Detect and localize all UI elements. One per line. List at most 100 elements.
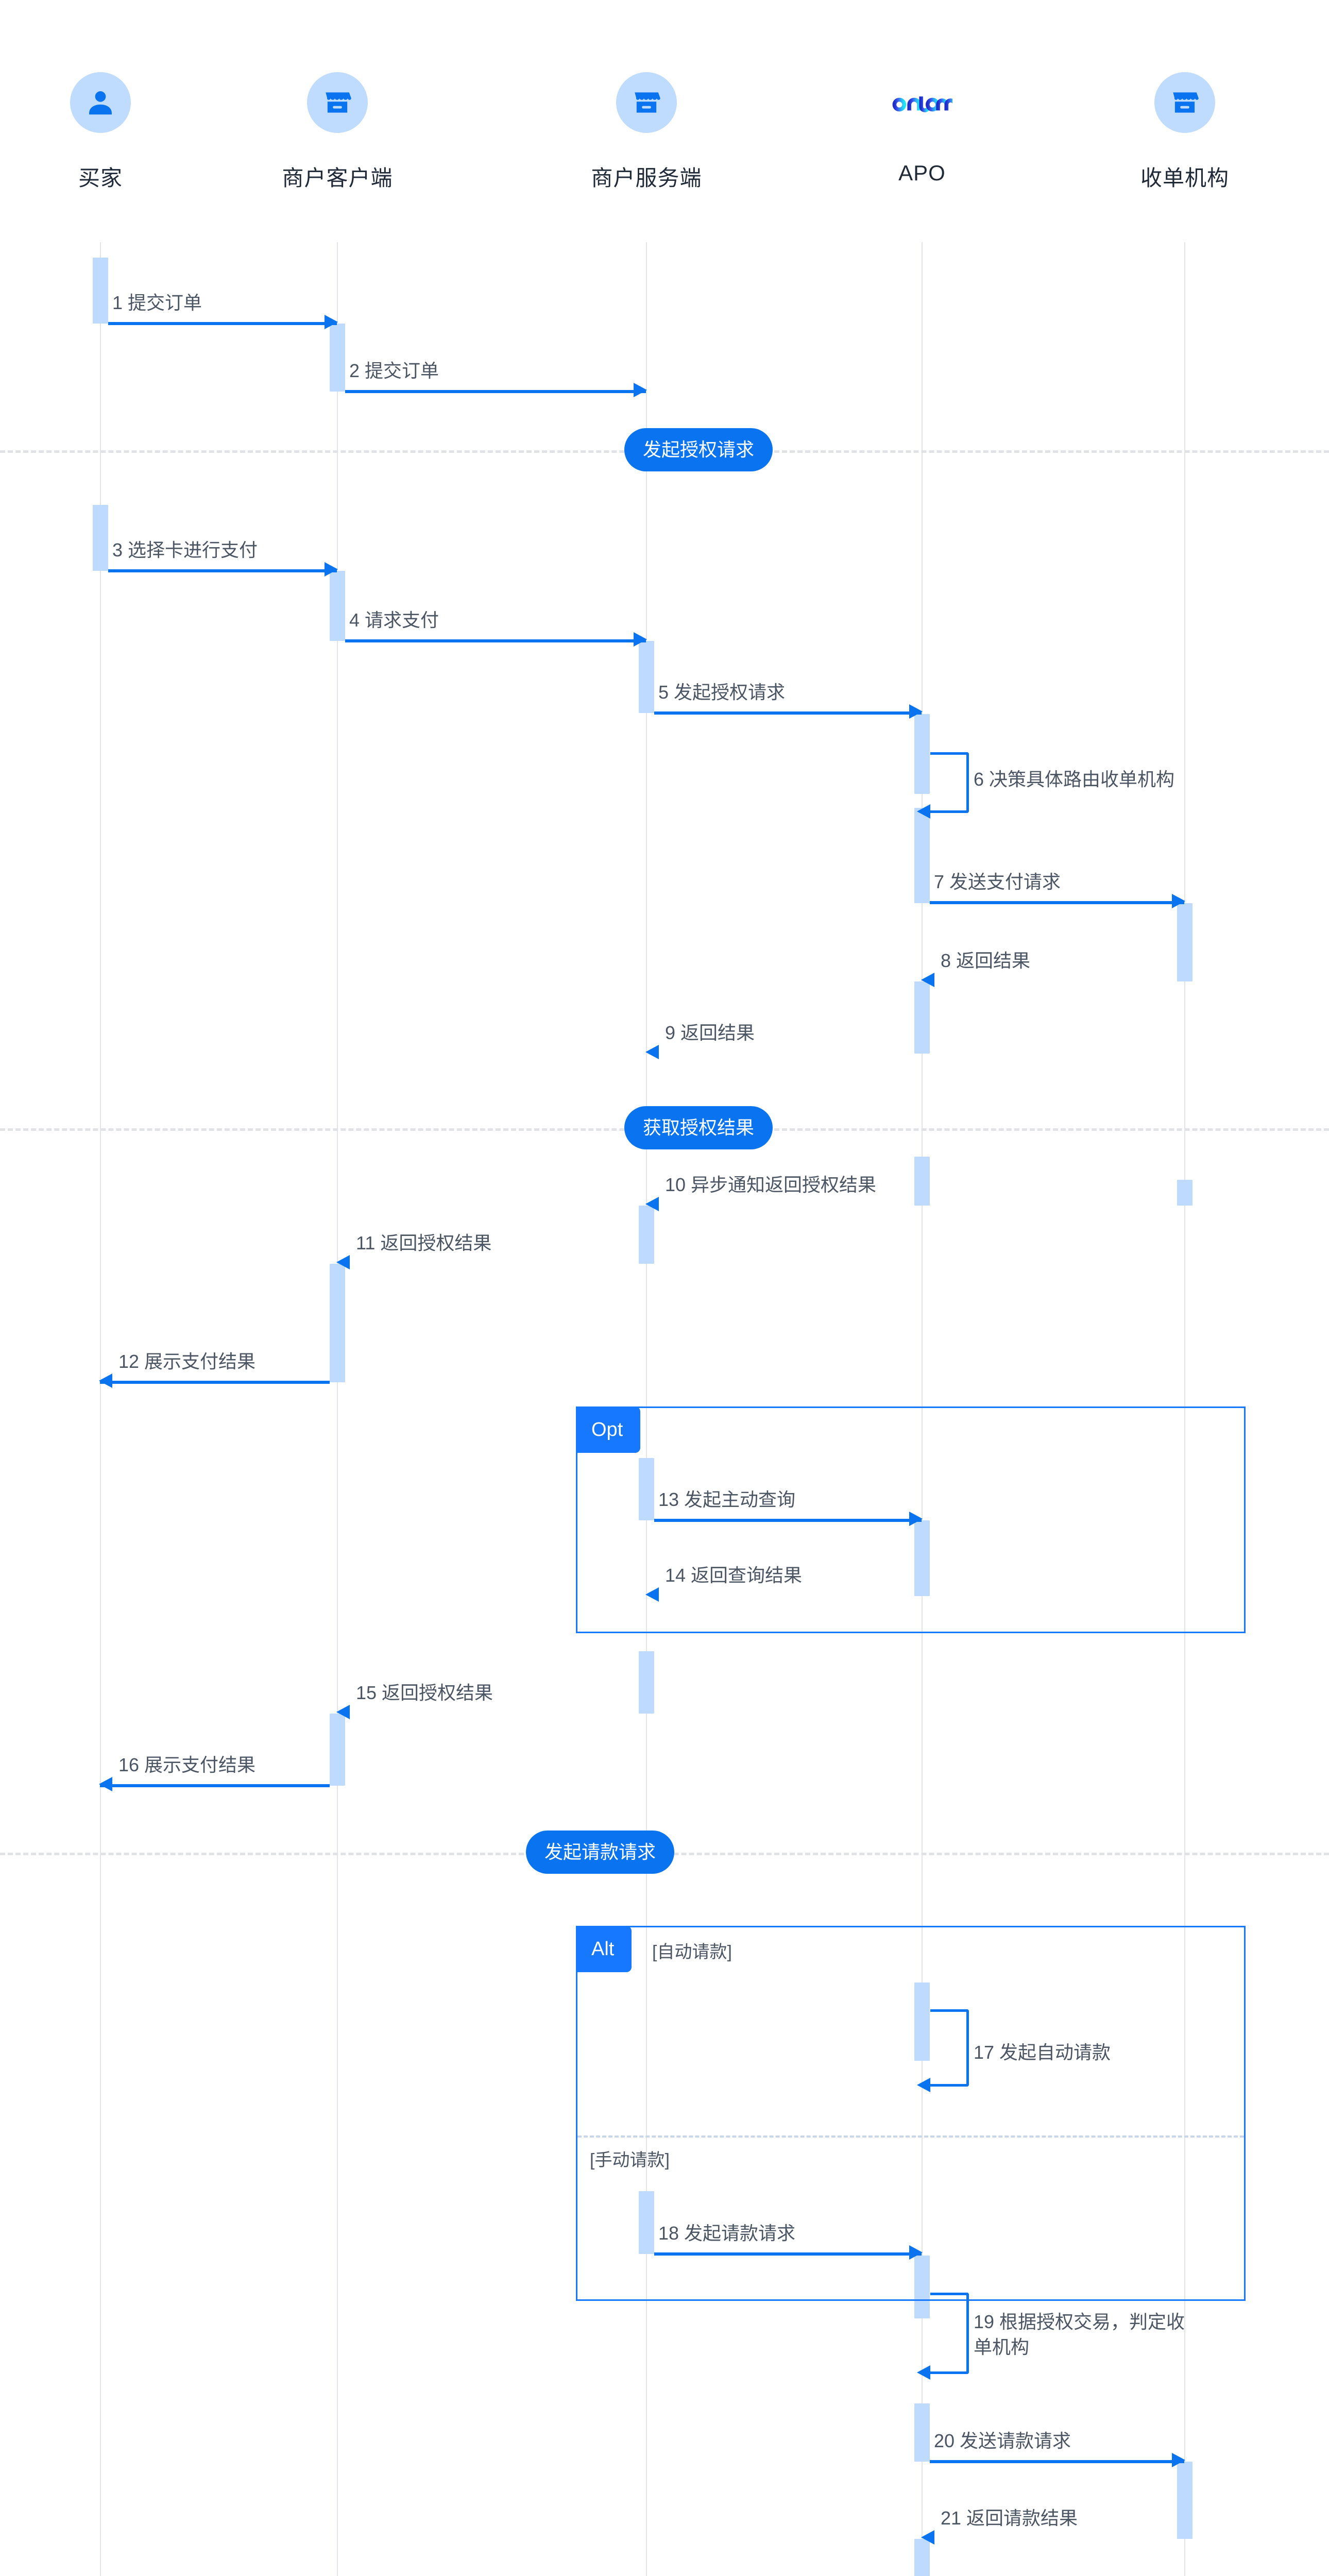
arrowhead-left-icon	[921, 2530, 934, 2545]
message-label: 4 请求支付	[349, 609, 439, 631]
arrowhead-right-icon	[634, 632, 647, 647]
actor-label: 商户服务端	[591, 166, 702, 190]
message-line	[930, 2460, 1184, 2463]
actor-label: APO	[898, 161, 946, 185]
lifeline-acquirer	[1184, 242, 1185, 2576]
fragment-alt-condition-1: [自动请款]	[652, 1942, 732, 1962]
arrowhead-right-icon	[325, 315, 338, 329]
message-label: 8 返回结果	[941, 950, 1031, 971]
message-label: 15 返回授权结果	[356, 1682, 493, 1703]
activation-bar	[914, 1982, 930, 2061]
activation-bar	[1177, 1180, 1192, 1206]
message-label: 7 发送支付请求	[934, 871, 1061, 892]
storefront-icon	[1154, 72, 1215, 133]
storefront-icon	[616, 72, 677, 133]
person-icon	[70, 72, 131, 133]
actor-header-buyer[interactable]: 买家	[33, 72, 167, 192]
arrowhead-right-icon	[325, 562, 338, 577]
message-label: 18 发起请款请求	[658, 2223, 796, 2244]
message-label: 16 展示支付结果	[118, 1754, 256, 1775]
arrowhead-left-icon	[99, 1374, 112, 1388]
arrowhead-left-icon	[917, 2365, 930, 2380]
message-line	[108, 569, 337, 572]
actor-header-acquirer[interactable]: 收单机构	[1118, 72, 1252, 192]
lifeline-apo	[922, 242, 923, 2576]
arrowhead-right-icon	[909, 2245, 923, 2260]
fragment-opt: Opt	[576, 1406, 1246, 1633]
message-label: 10 异步通知返回授权结果	[665, 1174, 877, 1195]
message-label: 21 返回请款结果	[941, 2507, 1078, 2529]
arrowhead-right-icon	[909, 704, 923, 719]
arrowhead-left-icon	[917, 2078, 930, 2092]
arrowhead-left-icon	[917, 804, 930, 819]
arrowhead-left-icon	[645, 1045, 659, 1059]
arrowhead-left-icon	[645, 1197, 659, 1211]
fragment-alt-condition-2: [手动请款]	[590, 2150, 670, 2170]
arrowhead-right-icon	[1172, 894, 1185, 908]
arrowhead-right-icon	[1172, 2453, 1185, 2467]
activation-bar	[93, 505, 108, 571]
activation-bar	[914, 714, 930, 794]
actor-header-mserver[interactable]: 商户服务端	[580, 72, 713, 192]
arrowhead-left-icon	[336, 1255, 350, 1269]
activation-bar	[639, 641, 654, 713]
section-divider-label: 获取授权结果	[624, 1106, 773, 1149]
activation-bar	[639, 1458, 654, 1520]
activation-bar	[914, 981, 930, 1054]
fragment-alt-divider	[577, 2136, 1244, 2138]
message-label: 12 展示支付结果	[118, 1351, 256, 1372]
message-6-selfloop[interactable]	[917, 752, 969, 819]
message-label: 11 返回授权结果	[356, 1232, 492, 1253]
activation-bar	[914, 2539, 930, 2576]
message-label: 2 提交订单	[349, 360, 439, 381]
message-line	[654, 711, 922, 715]
actor-label: 商户客户端	[282, 166, 393, 190]
message-line	[100, 1381, 330, 1384]
actor-header-mclient[interactable]: 商户客户端	[270, 72, 404, 192]
message-line	[654, 2252, 922, 2256]
arrowhead-left-icon	[336, 1705, 350, 1719]
activation-bar	[1177, 903, 1192, 981]
arrowhead-left-icon	[645, 1587, 659, 1602]
message-line	[654, 1519, 922, 1522]
actor-label: 买家	[78, 166, 123, 190]
message-line	[345, 639, 646, 642]
arrowhead-left-icon	[921, 973, 934, 987]
message-label: 13 发起主动查询	[658, 1489, 796, 1510]
message-label: 14 返回查询结果	[665, 1565, 803, 1586]
activation-bar	[639, 1206, 654, 1264]
message-line	[100, 1784, 330, 1787]
message-17-label: 17 发起自动请款	[974, 2042, 1111, 2063]
arrowhead-right-icon	[634, 383, 647, 397]
activation-bar	[914, 1157, 930, 1206]
message-label: 1 提交订单	[112, 292, 202, 313]
message-line	[108, 322, 337, 325]
section-divider-label: 发起请款请求	[525, 1831, 675, 1874]
fragment-alt-label: Alt	[576, 1926, 632, 1972]
message-label: 3 选择卡进行支付	[112, 539, 258, 561]
message-6-label: 6 决策具体路由收单机构	[974, 769, 1175, 790]
activation-bar	[639, 2191, 654, 2254]
message-19-selfloop[interactable]	[917, 2293, 969, 2380]
section-divider-label: 发起授权请求	[624, 428, 773, 471]
actor-label: 收单机构	[1140, 166, 1229, 190]
activation-bar	[93, 258, 108, 324]
message-label: 9 返回结果	[665, 1022, 755, 1043]
message-line	[345, 390, 646, 393]
lifeline-mserver	[646, 242, 647, 2576]
arrowhead-right-icon	[909, 1512, 923, 1526]
message-line	[930, 901, 1184, 904]
activation-bar	[914, 808, 930, 903]
lifeline-mclient	[337, 242, 338, 2576]
message-label: 5 发起授权请求	[658, 682, 786, 703]
message-17-selfloop[interactable]	[917, 2009, 969, 2092]
arrowhead-left-icon	[99, 1777, 112, 1791]
activation-bar	[330, 1714, 345, 1786]
message-label: 20 发送请款请求	[934, 2430, 1071, 2451]
message-19-label: 19 根据授权交易，判定收单机构	[974, 2311, 1185, 2358]
storefront-icon	[307, 72, 368, 133]
fragment-alt: Alt	[576, 1926, 1246, 2301]
actor-header-apo[interactable]: APO	[855, 72, 989, 185]
antom-logo	[892, 72, 952, 133]
